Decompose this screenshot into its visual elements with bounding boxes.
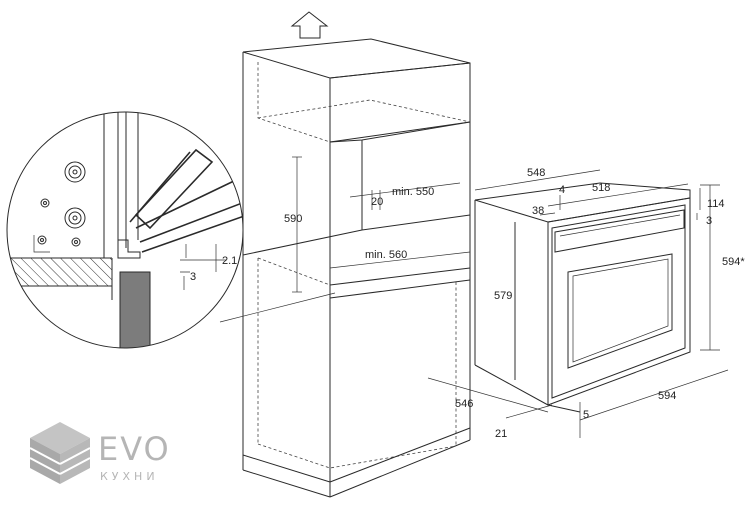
dim-gap-20: 20 — [371, 196, 383, 208]
dim-oven-38: 38 — [532, 205, 544, 217]
dim-detail-3: 3 — [190, 271, 196, 283]
evo-logo: EVO КУХНИ — [29, 422, 171, 484]
dim-oven-depth: 548 — [527, 167, 545, 179]
detail-leader-line — [219, 292, 336, 323]
dim-oven-579: 579 — [494, 290, 512, 302]
dim-oven-518: 518 — [592, 182, 610, 194]
dim-detail-2-1: 2.1 — [222, 255, 237, 267]
dim-oven-114: 114 — [707, 198, 725, 210]
dim-oven-594-width: 594 — [658, 390, 676, 402]
dim-oven-21: 21 — [495, 428, 507, 440]
oven — [427, 169, 729, 438]
dim-oven-4: 4 — [559, 184, 565, 196]
dim-oven-594-height: 594* — [722, 256, 745, 268]
dim-oven-546: 546 — [455, 398, 473, 410]
dim-cabinet-height: 590 — [284, 213, 302, 225]
dim-min-560: min. 560 — [365, 249, 407, 261]
dim-oven-3: 3 — [706, 215, 712, 227]
dim-min-550: min. 550 — [392, 186, 434, 198]
logo-subtitle: КУХНИ — [100, 470, 159, 483]
detail-magnified-view — [6, 111, 244, 349]
dim-oven-5: 5 — [583, 409, 589, 421]
cabinet — [242, 38, 471, 498]
cube-icon — [29, 422, 91, 484]
logo-name: EVO — [98, 430, 171, 468]
up-arrow-icon — [290, 11, 329, 39]
